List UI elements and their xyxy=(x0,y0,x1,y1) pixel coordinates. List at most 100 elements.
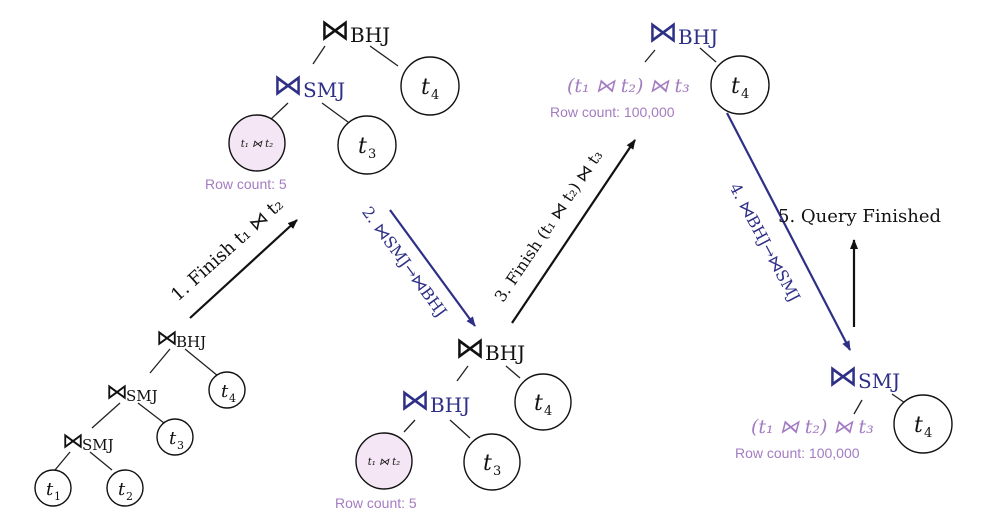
table-subscript: 4 xyxy=(229,392,236,405)
table-subscript: 4 xyxy=(431,88,439,103)
join-symbol-icon: ⋈ xyxy=(400,383,430,418)
edge xyxy=(403,419,416,433)
join-node-smj: ⋈ SMJ xyxy=(273,68,345,103)
table-subscript: 4 xyxy=(924,426,932,441)
table-subscript: 4 xyxy=(741,87,749,102)
step-1: 1. Finish t₁ ⋈ t₂ xyxy=(167,194,298,319)
table-subscript: 1 xyxy=(54,490,61,503)
join-symbol-icon: ⋈ xyxy=(828,359,858,394)
table-node-t4: t 4 xyxy=(514,373,572,431)
table-node-t3: t 3 xyxy=(337,115,397,175)
table-node-t4: t 4 xyxy=(710,55,770,115)
table-subscript: 3 xyxy=(177,439,184,452)
table-subscript: 2 xyxy=(126,490,133,503)
edge xyxy=(269,102,289,121)
table-label: t xyxy=(731,74,740,99)
edge xyxy=(184,348,219,377)
edge xyxy=(89,451,113,471)
join-node-bhj: ⋈ BHJ xyxy=(648,15,718,50)
row-count-label: Row count: 5 xyxy=(335,495,417,511)
join-type-label: BHJ xyxy=(678,25,718,49)
table-subscript: 3 xyxy=(368,147,376,162)
step-arrow xyxy=(189,219,298,319)
table-node-t4: t 4 xyxy=(893,394,953,454)
join-type-label: SMJ xyxy=(82,436,114,454)
edge xyxy=(312,45,326,65)
plan-after-step1: ⋈ BHJ ⋈ SMJ t 4 t 3 t₁ ⋈ t₂ Row count: 5 xyxy=(205,13,460,192)
plan-after-step3: ⋈ BHJ t 4 (t₁ ⋈ t₂) ⋈ t₃ Row count: 100,… xyxy=(550,15,770,120)
join-node-bhj: ⋈ BHJ xyxy=(400,383,470,418)
join-symbol-icon: ⋈ xyxy=(62,429,84,454)
join-type-label: SMJ xyxy=(858,369,900,393)
table-subscript: 3 xyxy=(493,464,501,479)
join-type-label: SMJ xyxy=(126,387,158,405)
join-symbol-icon: ⋈ xyxy=(320,13,350,48)
join-symbol-icon: ⋈ xyxy=(455,331,485,366)
step-label: 5. Query Finished xyxy=(778,206,941,227)
step-arrow xyxy=(726,112,851,351)
join-node-bhj: ⋈ BHJ xyxy=(455,331,525,366)
edge xyxy=(137,402,165,424)
edge xyxy=(505,365,521,379)
materialized-label: (t₁ ⋈ t₂) ⋈ t₃ xyxy=(567,75,690,97)
materialized-label: t₁ ⋈ t₂ xyxy=(368,457,400,468)
edge xyxy=(456,365,469,382)
step-3: 3. Finish (t₁ ⋈ t₂) ⋈ t₃ xyxy=(491,139,636,324)
table-subscript: 4 xyxy=(544,404,552,419)
step-4: 4. ⋈BHJ→⋈SMJ xyxy=(726,112,851,351)
table-node-t3: t 3 xyxy=(463,433,521,491)
materialized-node-t1-t2: t₁ ⋈ t₂ xyxy=(355,432,413,490)
step-5: 5. Query Finished xyxy=(778,206,941,327)
materialized-node-t1-t2: t₁ ⋈ t₂ xyxy=(228,114,286,172)
table-node-t1: t 1 xyxy=(34,469,72,507)
join-node-smj: ⋈ SMJ xyxy=(828,359,900,394)
materialized-label: (t₁ ⋈ t₂) ⋈ t₃ xyxy=(751,416,874,438)
plan-after-step4: ⋈ SMJ t 4 (t₁ ⋈ t₂) ⋈ t₃ Row count: 100,… xyxy=(735,359,953,461)
row-count-label: Row count: 100,000 xyxy=(735,445,860,461)
join-node-smj: ⋈ SMJ xyxy=(106,380,158,405)
edge xyxy=(699,47,717,63)
table-node-t4: t 4 xyxy=(208,371,246,409)
table-label: t xyxy=(118,479,126,500)
table-label: t xyxy=(46,479,54,500)
edge xyxy=(149,348,171,374)
join-type-label: BHJ xyxy=(430,393,470,417)
join-symbol-icon: ⋈ xyxy=(273,68,303,103)
join-symbol-icon: ⋈ xyxy=(648,15,678,50)
step-2: 2. ⋈SMJ→⋈BHJ xyxy=(358,203,476,327)
table-node-t3: t 3 xyxy=(156,418,194,456)
step-arrow xyxy=(511,139,636,324)
edge xyxy=(449,419,471,439)
step-arrow xyxy=(389,209,476,327)
step-label: 2. ⋈SMJ→⋈BHJ xyxy=(358,203,451,321)
table-label: t xyxy=(358,134,367,159)
join-node-bhj: ⋈ BHJ xyxy=(320,13,390,48)
step-label: 4. ⋈BHJ→⋈SMJ xyxy=(726,180,805,305)
plan-initial: ⋈ BHJ ⋈ SMJ ⋈ SMJ t 4 t 3 t 1 t 2 xyxy=(34,326,246,507)
materialized-label: t₁ ⋈ t₂ xyxy=(241,139,273,150)
edge xyxy=(321,102,349,123)
row-count-label: Row count: 5 xyxy=(205,176,287,192)
edge xyxy=(853,399,863,415)
edge xyxy=(91,402,121,429)
row-count-label: Row count: 100,000 xyxy=(550,104,675,120)
table-label: t xyxy=(221,381,229,402)
edge xyxy=(54,451,71,471)
join-type-label: BHJ xyxy=(176,333,206,351)
table-label: t xyxy=(421,75,430,100)
table-label: t xyxy=(534,391,543,416)
step-label: 1. Finish t₁ ⋈ t₂ xyxy=(167,194,288,306)
join-type-label: BHJ xyxy=(350,23,390,47)
join-symbol-icon: ⋈ xyxy=(106,380,128,405)
table-label: t xyxy=(169,428,177,449)
table-node-t2: t 2 xyxy=(106,469,144,507)
join-node-bhj: ⋈ BHJ xyxy=(156,326,206,351)
table-label: t xyxy=(483,451,492,476)
edge xyxy=(644,49,656,63)
join-symbol-icon: ⋈ xyxy=(156,326,178,351)
table-label: t xyxy=(914,413,923,438)
table-node-t4: t 4 xyxy=(400,56,460,116)
join-type-label: SMJ xyxy=(303,78,345,102)
join-type-label: BHJ xyxy=(485,341,525,365)
